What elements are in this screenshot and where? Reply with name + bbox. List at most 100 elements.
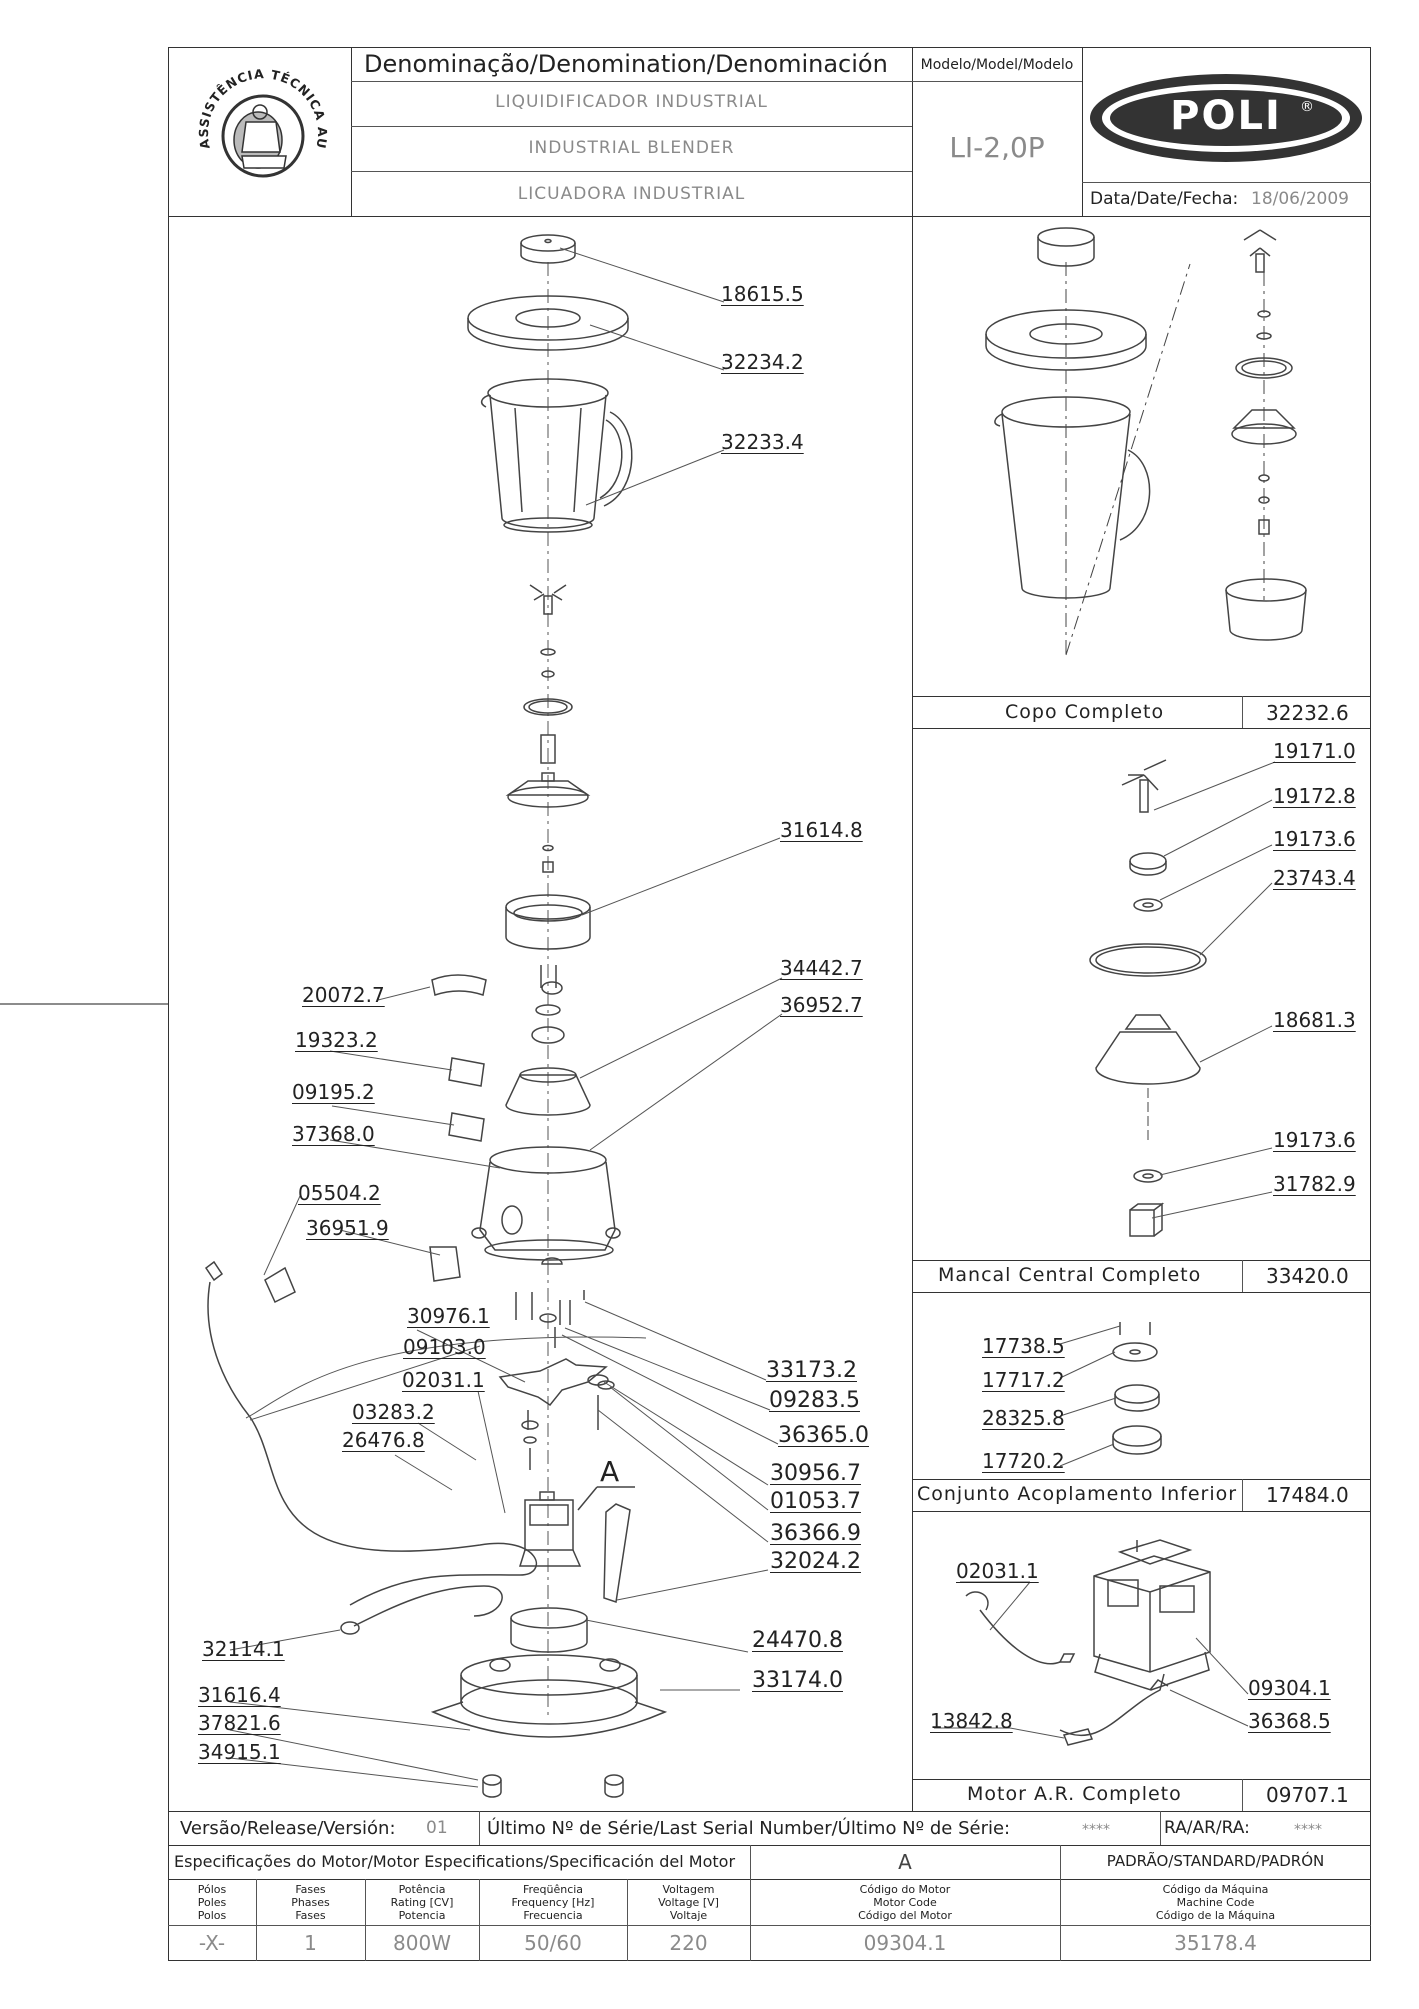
part-number: 02031.1 xyxy=(402,1368,485,1392)
assembly-name-motor: Motor A.R. Completo xyxy=(967,1783,1182,1805)
assembly-code-copo: 32232.6 xyxy=(1266,701,1349,725)
date-value: 18/06/2009 xyxy=(1251,189,1349,209)
denomination-label: Denominação/Denomination/Denominación xyxy=(364,50,888,78)
part-number: 19171.0 xyxy=(1273,739,1356,763)
motor-spec-value: A xyxy=(898,1850,912,1874)
product-name-es: LICUADORA INDUSTRIAL xyxy=(517,184,746,204)
part-number: 09304.1 xyxy=(1248,1676,1331,1700)
part-number: 28325.8 xyxy=(982,1406,1065,1430)
poli-logo: POLI ® xyxy=(1088,70,1368,166)
part-number: 31616.4 xyxy=(198,1683,281,1707)
ra-label: RA/AR/RA: xyxy=(1164,1818,1250,1838)
part-number: 19173.6 xyxy=(1273,827,1356,851)
drawing-frame xyxy=(168,47,1371,1961)
assembly-code-acoplamento: 17484.0 xyxy=(1266,1483,1349,1507)
part-number: 30976.1 xyxy=(407,1304,490,1328)
part-number: 36951.9 xyxy=(306,1216,389,1240)
authorized-service-seal: ASSISTÊNCIA TÉCNICA AUTORIZADA xyxy=(188,56,338,206)
spec-value-rating: 800W xyxy=(393,1931,451,1955)
assembly-name-acoplamento: Conjunto Acoplamento Inferior xyxy=(917,1483,1238,1505)
part-number: 36365.0 xyxy=(778,1423,869,1448)
version-value: 01 xyxy=(426,1818,448,1838)
assembly-code-mancal: 33420.0 xyxy=(1266,1264,1349,1288)
detail-a-label: A xyxy=(600,1455,620,1488)
jar-assembly-drawing xyxy=(985,227,1307,656)
part-number: 34915.1 xyxy=(198,1740,281,1764)
part-number: 26476.8 xyxy=(342,1428,425,1452)
spec-value-phases: 1 xyxy=(304,1931,317,1955)
spec-value-motor-code: 09304.1 xyxy=(863,1931,947,1955)
jar-part xyxy=(480,378,633,533)
date-label: Data/Date/Fecha: xyxy=(1090,189,1239,209)
part-number: 18681.3 xyxy=(1273,1008,1356,1032)
spec-value-voltage: 220 xyxy=(669,1931,708,1955)
assembly-code-motor: 09707.1 xyxy=(1266,1783,1349,1807)
lower-coupling-drawing xyxy=(1112,1322,1162,1455)
base-cup-part xyxy=(510,1607,588,1653)
part-number: 37368.0 xyxy=(292,1122,375,1146)
part-number: 18615.5 xyxy=(721,282,804,306)
version-label: Versão/Release/Versión: xyxy=(180,1818,396,1839)
central-bearing-drawing xyxy=(1089,759,1207,1237)
part-number: 32234.2 xyxy=(721,350,804,374)
spec-value-poles: -X- xyxy=(198,1931,226,1955)
model-value: LI-2,0P xyxy=(949,131,1045,164)
part-number: 19323.2 xyxy=(295,1028,378,1052)
part-number: 30956.7 xyxy=(770,1461,861,1486)
lid-cap-part xyxy=(520,234,576,264)
screws-part xyxy=(515,1290,585,1348)
part-number: 03283.2 xyxy=(352,1400,435,1424)
model-label: Modelo/Model/Modelo xyxy=(920,57,1074,73)
part-number: 24470.8 xyxy=(752,1628,843,1653)
part-number: 19172.8 xyxy=(1273,784,1356,808)
lid-part xyxy=(467,295,629,351)
part-number: 34442.7 xyxy=(780,956,863,980)
product-name-en: INDUSTRIAL BLENDER xyxy=(528,138,735,158)
serial-label: Último Nº de Série/Last Serial Number/Úl… xyxy=(487,1818,1011,1839)
part-number: 19173.6 xyxy=(1273,1128,1356,1152)
part-number: 09195.2 xyxy=(292,1080,375,1104)
blade-part xyxy=(529,584,567,615)
part-number: 17717.2 xyxy=(982,1368,1065,1392)
part-number: 32024.2 xyxy=(770,1549,861,1574)
part-number: 17738.5 xyxy=(982,1334,1065,1358)
coupling-housing-part xyxy=(505,894,591,950)
brand-name: POLI xyxy=(1170,93,1282,139)
part-number: 02031.1 xyxy=(956,1559,1039,1583)
part-number: 32114.1 xyxy=(202,1637,285,1661)
spec-value-frequency: 50/60 xyxy=(524,1931,582,1955)
motor-part xyxy=(518,1491,582,1567)
part-number: 37821.6 xyxy=(198,1711,281,1735)
motor-spec-label: Especificações do Motor/Motor Especifica… xyxy=(174,1852,736,1871)
part-number: 09103.0 xyxy=(403,1335,486,1359)
part-number: 20072.7 xyxy=(302,983,385,1007)
part-number: 09283.5 xyxy=(769,1388,860,1413)
base-part xyxy=(430,1654,668,1738)
part-number: 36952.7 xyxy=(780,993,863,1017)
part-number: 13842.8 xyxy=(930,1709,1013,1733)
part-number: 33173.2 xyxy=(766,1358,857,1383)
bearing-housing-part xyxy=(505,772,591,808)
standard-label: PADRÃO/STANDARD/PADRÓN xyxy=(1106,1852,1325,1870)
ra-value: **** xyxy=(1294,1822,1322,1838)
part-number: 31614.8 xyxy=(780,818,863,842)
part-number: 23743.4 xyxy=(1273,866,1356,890)
assembly-name-mancal: Mancal Central Completo xyxy=(938,1264,1202,1286)
part-number: 17720.2 xyxy=(982,1449,1065,1473)
assembly-name-copo: Copo Completo xyxy=(1005,701,1165,723)
part-number: 36366.9 xyxy=(770,1521,861,1546)
part-number: 05504.2 xyxy=(298,1181,381,1205)
part-number: 36368.5 xyxy=(1248,1709,1331,1733)
motor-housing-part xyxy=(471,1146,621,1261)
registered-mark: ® xyxy=(1300,99,1314,115)
motor-assembly-drawing xyxy=(965,1539,1211,1746)
part-number: 01053.7 xyxy=(770,1489,861,1514)
